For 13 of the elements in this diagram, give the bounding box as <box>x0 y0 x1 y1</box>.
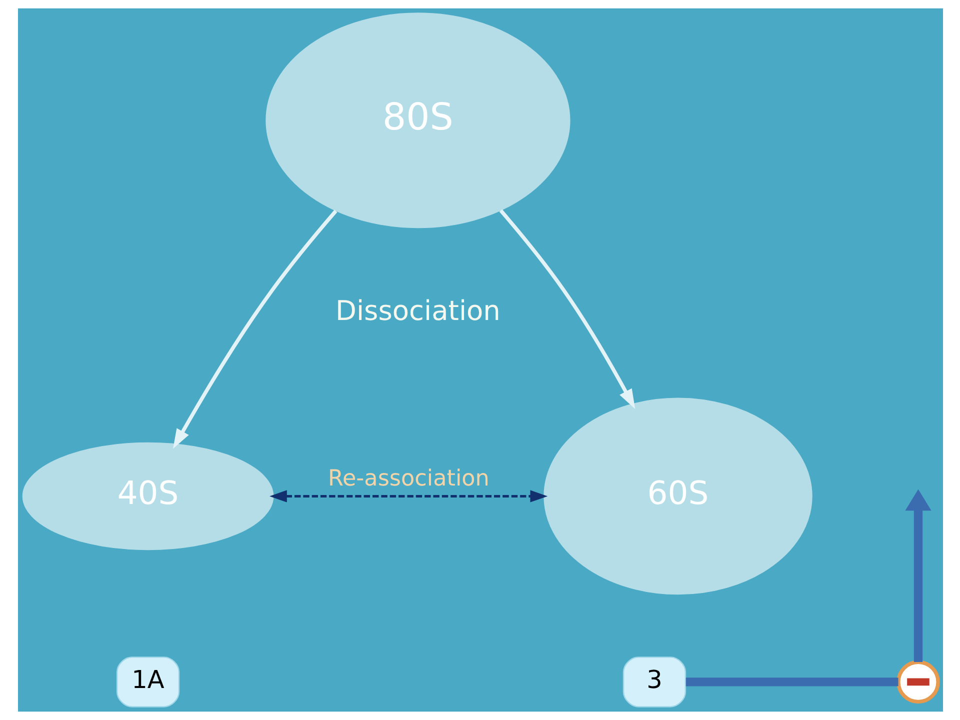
label: Dissociation <box>334 296 500 327</box>
node-box: 3 <box>622 656 686 708</box>
arrow <box>269 490 548 502</box>
node-box: 1A <box>116 656 180 708</box>
connector <box>685 678 898 686</box>
node-ellipse: 40S <box>22 442 274 550</box>
node-ellipse: 80S <box>265 12 570 228</box>
node-ellipse: 60S <box>543 398 812 595</box>
edge-label: Re-association <box>327 466 489 492</box>
arrow <box>498 209 635 410</box>
arrow <box>904 489 931 662</box>
arrow <box>172 210 337 449</box>
node-circle <box>896 660 940 704</box>
